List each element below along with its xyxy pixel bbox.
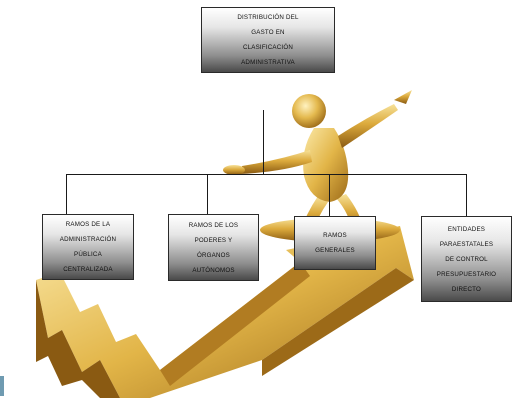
root-node-line: DISTRIBUCIÓN DEL [237, 14, 299, 21]
child-node-line: ADMINISTRACIÓN [59, 236, 117, 243]
root-node-line: GASTO EN [251, 29, 285, 36]
child-node-line: PODERES Y [194, 236, 233, 244]
child-node-line: ENTIDADES [447, 225, 486, 233]
child-node-line: DE CONTROL [445, 255, 488, 263]
child-node-line: RAMOS DE LA [65, 221, 111, 228]
root-node-line: ADMINISTRATIVA [241, 59, 295, 66]
child-node-line: RAMOS DE LOS [188, 221, 239, 229]
child-node-administracion-publica: RAMOS DE LA ADMINISTRACIÓN PÚBLICA CENTR… [42, 214, 134, 280]
child-node-line: PÚBLICA [74, 251, 102, 258]
child-node-line: PARAESTATALES [439, 240, 494, 248]
slide-edge-marker [0, 376, 4, 396]
root-node: DISTRIBUCIÓN DEL GASTO EN CLASIFICACIÓN … [201, 7, 335, 73]
child-node-ramos-generales: RAMOS GENERALES [294, 216, 376, 270]
child-node-poderes-organos: RAMOS DE LOS PODERES Y ÓRGANOS AUTÓNOMOS [168, 214, 259, 281]
child-node-line: RAMOS [323, 232, 347, 239]
child-node-line: CENTRALIZADA [63, 266, 113, 273]
child-node-line: GENERALES [315, 247, 355, 254]
child-node-line: AUTÓNOMOS [192, 266, 235, 274]
child-node-line: ÓRGANOS [196, 251, 231, 259]
child-node-line: DIRECTO [451, 285, 482, 293]
child-node-line: PRESUPUESTARIO [436, 270, 497, 278]
root-node-line: CLASIFICACIÓN [242, 44, 294, 51]
child-node-entidades-paraestatales: ENTIDADES PARAESTATALES DE CONTROL PRESU… [421, 216, 512, 302]
